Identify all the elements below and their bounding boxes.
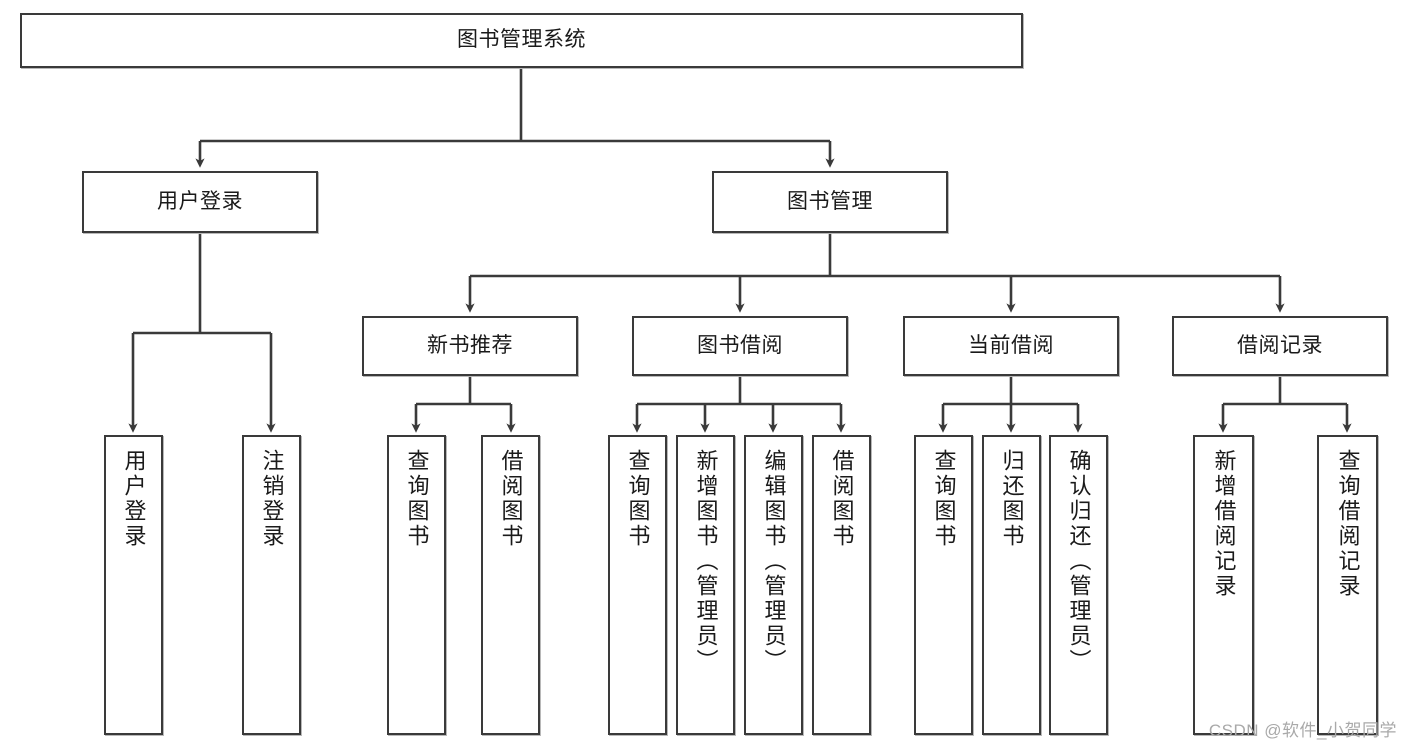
node-label: 查询图书 [625, 449, 651, 549]
leaf-new-book-query[interactable]: 查询图书 [387, 435, 446, 735]
node-label: 用户登录 [121, 449, 147, 549]
node-label: 图书管理 [787, 189, 873, 213]
leaf-user-login-login[interactable]: 用户登录 [104, 435, 163, 735]
leaf-current-borrow-return[interactable]: 归还图书 [982, 435, 1041, 735]
node-label: 新增借阅记录 [1211, 449, 1237, 599]
node-label: 确认归还（管理员） [1066, 449, 1092, 674]
node-book-management[interactable]: 图书管理 [712, 171, 948, 233]
leaf-book-borrow-query[interactable]: 查询图书 [608, 435, 667, 735]
node-label: 查询图书 [404, 449, 430, 549]
node-label: 新书推荐 [427, 333, 513, 357]
leaf-book-borrow-borrow[interactable]: 借阅图书 [812, 435, 871, 735]
leaf-book-borrow-edit[interactable]: 编辑图书（管理员） [744, 435, 803, 735]
node-root-system[interactable]: 图书管理系统 [20, 13, 1023, 68]
node-book-borrow[interactable]: 图书借阅 [632, 316, 848, 376]
node-current-borrow[interactable]: 当前借阅 [903, 316, 1119, 376]
node-label: 归还图书 [999, 449, 1025, 549]
node-label: 借阅图书 [498, 449, 524, 549]
node-label: 用户登录 [157, 189, 243, 213]
leaf-current-borrow-query[interactable]: 查询图书 [914, 435, 973, 735]
leaf-user-login-logout[interactable]: 注销登录 [242, 435, 301, 735]
node-label: 查询图书 [931, 449, 957, 549]
node-label: 编辑图书（管理员） [761, 449, 787, 674]
node-label: 图书借阅 [697, 333, 783, 357]
leaf-borrow-record-query[interactable]: 查询借阅记录 [1317, 435, 1378, 735]
leaf-borrow-record-add[interactable]: 新增借阅记录 [1193, 435, 1254, 735]
node-borrow-record[interactable]: 借阅记录 [1172, 316, 1388, 376]
watermark-text: CSDN @软件_小贺同学 [1208, 721, 1397, 740]
node-label: 借阅图书 [829, 449, 855, 549]
leaf-book-borrow-add[interactable]: 新增图书（管理员） [676, 435, 735, 735]
node-label: 注销登录 [259, 449, 285, 549]
leaf-new-book-borrow[interactable]: 借阅图书 [481, 435, 540, 735]
node-user-login[interactable]: 用户登录 [82, 171, 318, 233]
leaf-current-borrow-confirm-return[interactable]: 确认归还（管理员） [1049, 435, 1108, 735]
node-new-book-recommend[interactable]: 新书推荐 [362, 316, 578, 376]
node-label: 新增图书（管理员） [693, 449, 719, 674]
node-label: 当前借阅 [968, 333, 1054, 357]
node-label: 查询借阅记录 [1335, 449, 1361, 599]
node-label: 借阅记录 [1237, 333, 1323, 357]
node-label: 图书管理系统 [457, 28, 586, 52]
